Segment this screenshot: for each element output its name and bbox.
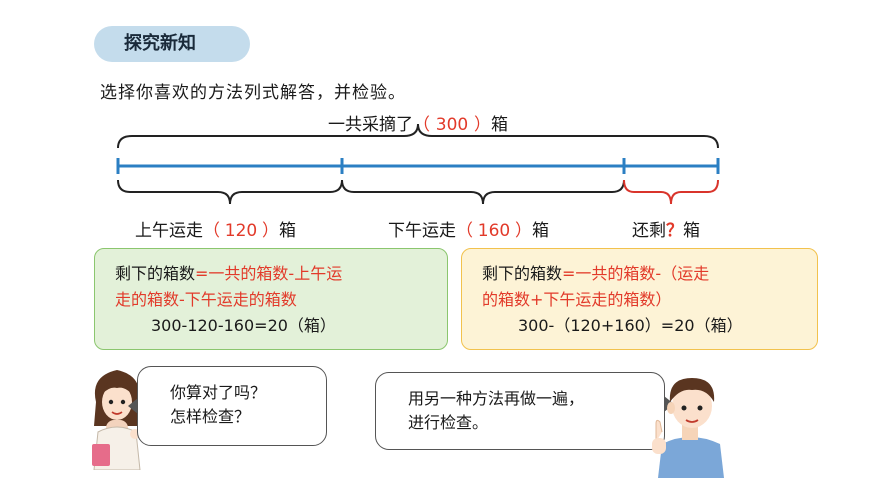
morning-value: 120: [224, 221, 258, 241]
bubble-right-line2: 进行检查。: [408, 413, 489, 432]
method-one-calc: 300-120-160=20（箱）: [151, 316, 336, 335]
girl-illustration: [92, 370, 141, 470]
total-value: 300: [435, 115, 469, 135]
remaining-question: ？: [666, 221, 683, 241]
remaining-label: 还剩？箱: [632, 221, 700, 241]
speech-bubble-left: 你算对了吗？ 怎样检查？: [137, 366, 327, 446]
morning-brace: [117, 179, 343, 205]
method-two-line2: 的箱数+下午运走的箱数）: [482, 290, 672, 309]
top-brace: [117, 123, 719, 149]
afternoon-value: 160: [477, 221, 511, 241]
method-one-line2: 走的箱数-下午运走的箱数: [115, 290, 297, 309]
method-two-line1: 剩下的箱数=一共的箱数-（运走: [482, 264, 710, 283]
total-label: 一共采摘了（300）箱: [328, 115, 508, 135]
bubble-right-line1: 用另一种方法再做一遍，: [408, 389, 585, 408]
method-two-calc: 300-（120+160）=20（箱）: [518, 316, 743, 335]
afternoon-brace: [341, 179, 625, 205]
boy-illustration: [652, 378, 724, 478]
method-two-box: 剩下的箱数=一共的箱数-（运走 的箱数+下午运走的箱数） 300-（120+16…: [461, 248, 818, 350]
bubble-left-line2: 怎样检查？: [170, 407, 251, 426]
remaining-brace: [623, 179, 719, 205]
task-instruction: 选择你喜欢的方法列式解答，并检验。: [100, 83, 406, 103]
bubble-left-tail: [128, 398, 138, 414]
afternoon-label: 下午运走（160）箱: [388, 221, 549, 241]
section-tag: 探究新知: [94, 26, 250, 62]
speech-bubble-right: 用另一种方法再做一遍， 进行检查。: [375, 372, 665, 450]
method-one-line1: 剩下的箱数=一共的箱数-上午运: [115, 264, 343, 283]
morning-label: 上午运走（120）箱: [135, 221, 296, 241]
method-one-box: 剩下的箱数=一共的箱数-上午运 走的箱数-下午运走的箱数 300-120-160…: [94, 248, 448, 350]
bubble-left-line1: 你算对了吗？: [170, 383, 267, 402]
